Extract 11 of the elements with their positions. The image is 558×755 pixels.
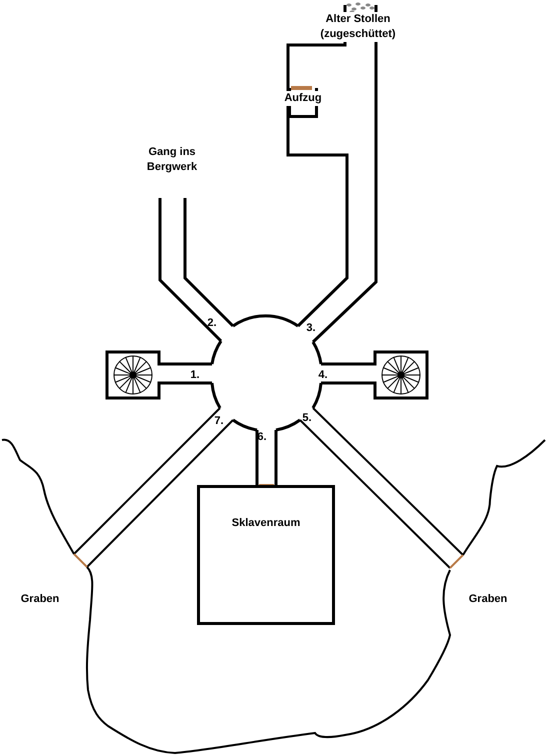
passage-label: Gang ins Bergwerk (146, 145, 198, 175)
corridor-number: 5. (301, 411, 313, 426)
trench-label: Graben (20, 592, 60, 607)
corridor-number: 4. (317, 368, 329, 383)
corridor-number: 1. (189, 368, 201, 383)
trench-label: Graben (468, 592, 508, 607)
room-box (197, 485, 335, 625)
corridor-number: 3. (305, 321, 317, 336)
corridor-number: 2. (206, 316, 218, 331)
corridor-number: 7. (213, 414, 225, 429)
room-label: Sklavenraum (230, 516, 302, 531)
